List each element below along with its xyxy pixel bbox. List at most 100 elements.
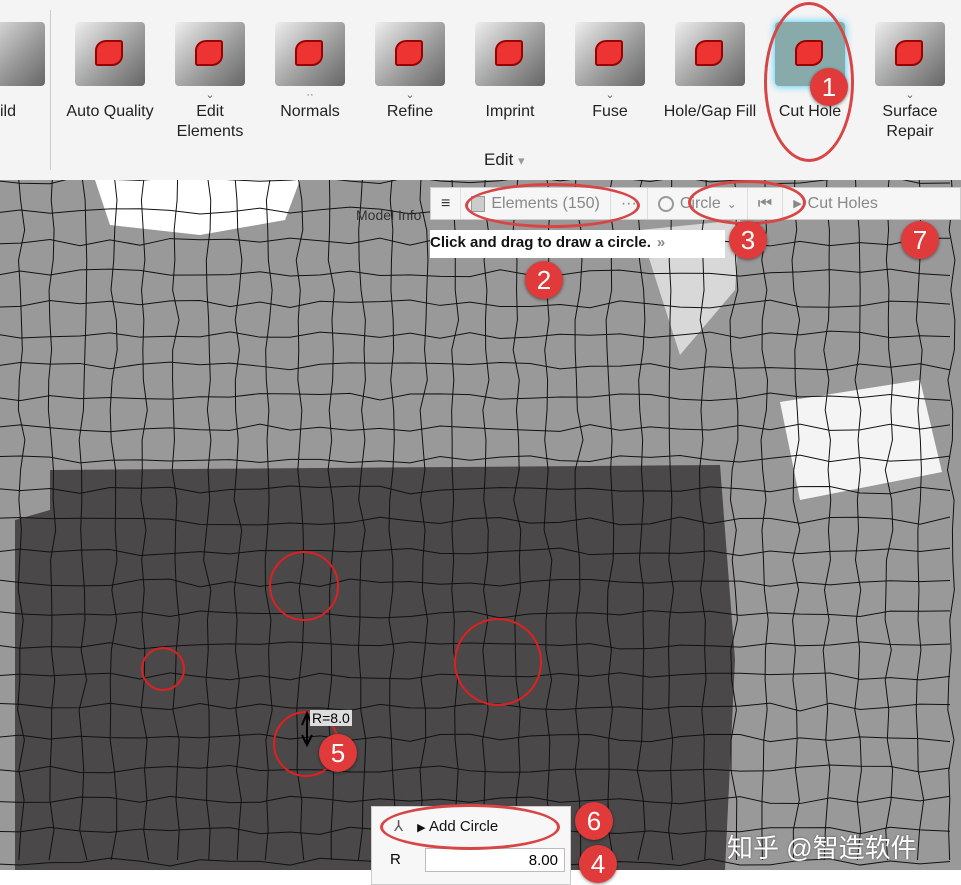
step-badge: 6: [575, 802, 613, 840]
tool-imprint[interactable]: Imprint: [460, 22, 560, 122]
mesh-edge: [481, 180, 490, 861]
mesh-edge: [0, 180, 951, 185]
ribbon-separator: [50, 10, 51, 170]
tool-label: Normals: [280, 103, 340, 120]
annotation-ellipse: [465, 183, 640, 228]
dropdown-arrow-icon: ▾: [518, 153, 525, 168]
mesh-edge: [0, 299, 951, 309]
mesh-edge: [760, 180, 769, 861]
mesh-hole: [780, 380, 942, 500]
model-info-label: Model Info: [356, 207, 422, 223]
mesh-edge: [0, 516, 951, 526]
mesh-edge: [357, 180, 367, 861]
fuse-icon: [575, 22, 645, 86]
tool-hole-gap-fill[interactable]: Hole/Gap Fill: [660, 22, 760, 122]
tool-chevron: ··: [306, 89, 314, 101]
tool-label: Refine: [386, 103, 434, 120]
mesh-edge: [699, 180, 708, 861]
mesh-edge: [0, 578, 951, 588]
step-badge: 5: [319, 734, 357, 772]
mesh-edge: [574, 180, 584, 861]
tool-auto-quality[interactable]: Auto Quality: [60, 22, 160, 122]
step-badge: 4: [579, 845, 617, 883]
dark-mesh-region: [15, 465, 735, 870]
mesh-edge: [822, 180, 832, 861]
mesh-edge: [203, 180, 212, 861]
tool-normals[interactable]: ·· Normals: [260, 22, 360, 122]
mesh-edge: [0, 610, 951, 619]
tool-label: Edit Elements: [176, 103, 244, 140]
mesh-edge: [0, 672, 951, 681]
cut-circle[interactable]: [141, 647, 185, 691]
mesh-edge: [0, 361, 951, 371]
imprint-icon: [475, 22, 545, 86]
mesh-edge: [17, 180, 26, 861]
tool-chevron: ⌄: [905, 89, 915, 101]
mesh-edge: [0, 423, 951, 433]
mesh-hole: [95, 180, 300, 235]
tool-label: Surface Repair: [882, 103, 938, 140]
tool-build[interactable]: ild: [0, 22, 60, 122]
tool-chevron: [660, 86, 760, 102]
annotation-ellipse: [380, 804, 560, 850]
annotation-ellipse: [688, 180, 806, 225]
mesh-edge: [0, 392, 951, 402]
hole-gap-fill-icon: [675, 22, 745, 86]
tool-label: Hole/Gap Fill: [663, 103, 757, 120]
mesh-edge: [233, 180, 243, 861]
tool-edit-elements[interactable]: ⌄ Edit Elements: [160, 22, 260, 142]
mesh-edge: [0, 268, 951, 278]
mesh-edge: [171, 180, 180, 861]
auto-quality-icon: [75, 22, 145, 86]
step-badge: 3: [729, 221, 767, 259]
mesh-edge: [512, 180, 522, 861]
tool-label: Fuse: [592, 103, 628, 120]
mesh-edge: [946, 180, 956, 861]
watermark: 知乎 @智造软件: [727, 833, 917, 863]
mesh-edge: [854, 180, 862, 861]
edit-elements-icon: [175, 22, 245, 86]
surface-repair-icon: [875, 22, 945, 86]
tool-refine[interactable]: ⌄ Refine: [360, 22, 460, 122]
mesh-edge: [0, 485, 951, 495]
refine-icon: [375, 22, 445, 86]
tool-chevron: ⌄: [205, 89, 215, 101]
mesh-edge: [0, 641, 951, 650]
mesh-edge: [915, 180, 925, 861]
cut-circle[interactable]: [269, 551, 339, 621]
mesh-edge: [78, 180, 88, 861]
mesh-edge: [0, 795, 951, 805]
mesh-edge: [729, 180, 739, 861]
radius-label: R=8.0: [310, 710, 352, 726]
mesh-edge: [295, 180, 305, 861]
hint-bar: Click and drag to draw a circle.»: [430, 230, 725, 258]
mesh-edge: [0, 764, 951, 774]
tool-chevron: ⌄: [405, 89, 415, 101]
cut-circle[interactable]: [454, 618, 542, 706]
ribbon-group-edit[interactable]: Edit ▾: [484, 150, 525, 169]
normals-icon: [275, 22, 345, 86]
mesh-edge: [419, 180, 429, 861]
step-badge: 7: [901, 221, 939, 259]
mesh-model: [0, 180, 956, 870]
mesh-edge: [0, 330, 951, 339]
mesh-edge: [668, 180, 675, 861]
expand-icon[interactable]: »: [656, 234, 666, 251]
mesh-edge: [0, 547, 951, 557]
tool-chevron: [60, 86, 160, 102]
step-badge: 2: [525, 261, 563, 299]
menu-button[interactable]: ≡: [431, 188, 462, 219]
mesh-edge: [636, 180, 646, 861]
graphics-viewport[interactable]: [0, 180, 961, 870]
tool-chevron: [460, 86, 560, 102]
menu-icon: ≡: [441, 194, 451, 212]
step-badge: 1: [810, 68, 848, 106]
mesh-edge: [605, 180, 615, 861]
mesh-edge: [791, 180, 801, 861]
mesh-edge: [884, 180, 894, 861]
tool-surface-repair[interactable]: ⌄ Surface Repair: [860, 22, 960, 142]
tool-label: Imprint: [485, 103, 535, 120]
mesh-edge: [0, 454, 951, 464]
tool-fuse[interactable]: ⌄Fuse: [560, 22, 660, 122]
radius-input[interactable]: [425, 848, 565, 872]
